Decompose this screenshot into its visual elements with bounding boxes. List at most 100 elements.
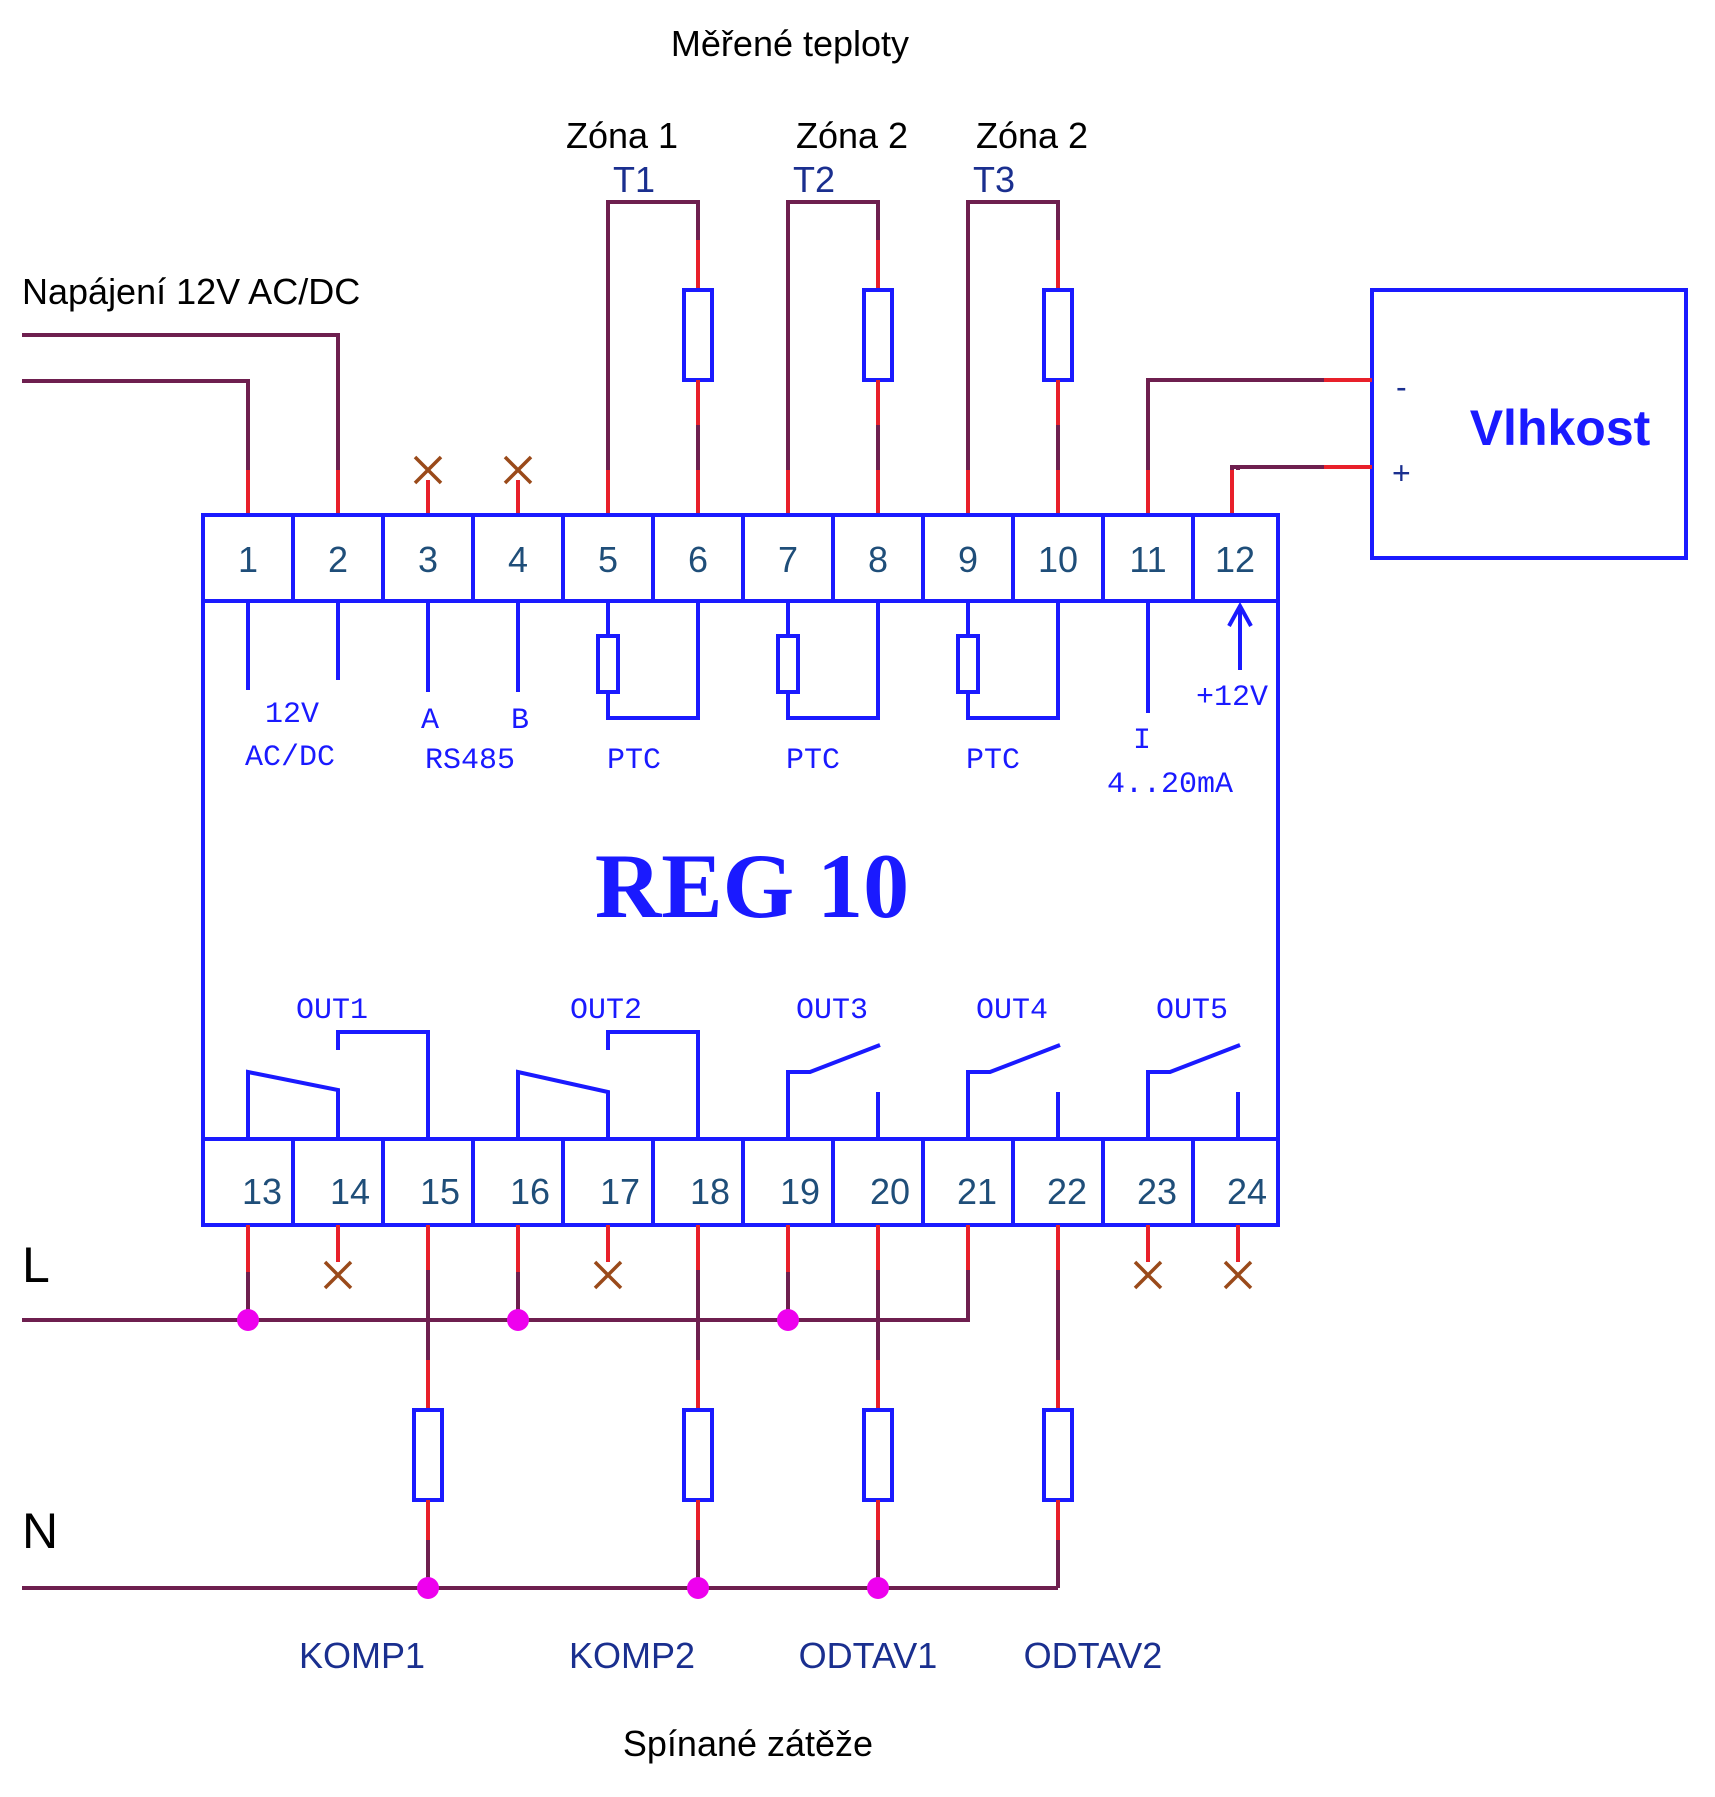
junction-l-13 xyxy=(237,1309,259,1331)
junction-l-16 xyxy=(507,1309,529,1331)
load-odtav2 xyxy=(1042,1225,1074,1588)
sensor-t2-label: T2 xyxy=(793,159,835,200)
module-name: REG 10 xyxy=(595,835,909,937)
bottom-terminal-strip xyxy=(203,1137,1278,1225)
sensor-t3-resistor xyxy=(1042,288,1074,382)
humidity-plus-label: + xyxy=(1392,455,1411,491)
unused-terminal-17-mark xyxy=(593,1260,623,1290)
load-komp2 xyxy=(682,1225,714,1588)
ptc-label-3: PTC xyxy=(966,744,1020,778)
terminal-16: 16 xyxy=(510,1171,550,1212)
line-l-wire xyxy=(22,1270,970,1322)
relay-out2 xyxy=(516,1030,700,1139)
out2-label: OUT2 xyxy=(570,994,642,1028)
relay-out3 xyxy=(786,1043,881,1139)
zone-1-label: Zóna 1 xyxy=(566,115,678,156)
relay-out1 xyxy=(246,1030,430,1139)
internal-ptc-1 xyxy=(596,634,620,694)
humidity-minus-label: - xyxy=(1396,369,1407,405)
humidity-sensor-box xyxy=(1370,288,1688,560)
rs485-label: RS485 xyxy=(425,744,515,778)
terminal-20: 20 xyxy=(870,1171,910,1212)
load-odtav1-resistor xyxy=(862,1408,894,1502)
ptc-label-2: PTC xyxy=(786,744,840,778)
terminal-17: 17 xyxy=(600,1171,640,1212)
humidity-sensor-title: Vlhkost xyxy=(1470,400,1651,456)
terminal-1: 1 xyxy=(238,539,258,580)
current-input-label: I xyxy=(1133,724,1151,758)
zone-2-label: Zóna 2 xyxy=(796,115,908,156)
terminal-5: 5 xyxy=(598,539,618,580)
out4-label: OUT4 xyxy=(976,994,1048,1028)
zone-3-label: Zóna 2 xyxy=(976,115,1088,156)
ptc-label-1: PTC xyxy=(607,744,661,778)
terminal-4: 4 xyxy=(508,539,528,580)
terminal-11: 11 xyxy=(1129,539,1166,580)
terminal-23: 23 xyxy=(1137,1171,1177,1212)
current-range-label: 4..20mA xyxy=(1107,768,1233,802)
humidity-wire-plus xyxy=(1230,465,1324,470)
internal-ptc-2 xyxy=(776,634,800,694)
sensor-t1-resistor xyxy=(682,288,714,382)
power-wire-1 xyxy=(22,379,250,470)
junction-n-komp1 xyxy=(417,1577,439,1599)
terminal-19: 19 xyxy=(780,1171,820,1212)
measured-temperatures-title: Měřené teploty xyxy=(671,23,909,64)
load-label-odtav2: ODTAV2 xyxy=(1024,1635,1163,1676)
load-label-komp2: KOMP2 xyxy=(569,1635,695,1676)
terminal-24: 24 xyxy=(1227,1171,1267,1212)
unused-terminal-3-mark xyxy=(413,455,443,485)
sensor-t2 xyxy=(786,200,894,515)
line-l-label: L xyxy=(22,1237,50,1293)
out5-label: OUT5 xyxy=(1156,994,1228,1028)
out3-label: OUT3 xyxy=(796,994,868,1028)
module-outline xyxy=(201,513,1280,1227)
unused-terminal-14-mark xyxy=(323,1260,353,1290)
junction-l-19 xyxy=(777,1309,799,1331)
terminal-18: 18 xyxy=(690,1171,730,1212)
terminal-12: 12 xyxy=(1215,539,1255,580)
out1-label: OUT1 xyxy=(296,994,368,1028)
terminal-13: 13 xyxy=(242,1171,282,1212)
load-komp2-resistor xyxy=(682,1408,714,1502)
plus-12v-label: +12V xyxy=(1196,681,1268,715)
sensor-t1 xyxy=(606,200,714,515)
rs485-b-label: B xyxy=(511,704,529,738)
load-odtav1 xyxy=(862,1225,894,1588)
rs485-a-label: A xyxy=(421,704,439,738)
supply-type-label: AC/DC xyxy=(245,741,335,775)
load-label-komp1: KOMP1 xyxy=(299,1635,425,1676)
humidity-wire-minus xyxy=(1146,378,1324,470)
sensor-t2-resistor xyxy=(862,288,894,382)
terminal-10: 10 xyxy=(1038,539,1078,580)
power-wire-2 xyxy=(22,333,340,470)
load-odtav2-resistor xyxy=(1042,1408,1074,1502)
top-terminal-strip xyxy=(203,515,1278,603)
internal-upper-schematic xyxy=(246,601,1253,720)
load-label-odtav1: ODTAV1 xyxy=(799,1635,938,1676)
switched-loads-title: Spínané zátěže xyxy=(623,1723,873,1764)
unused-terminal-4-mark xyxy=(503,455,533,485)
line-n-label: N xyxy=(22,1503,58,1559)
sensor-t3 xyxy=(966,200,1074,515)
unused-terminal-24-mark xyxy=(1223,1260,1253,1290)
supply-voltage-label: 12V xyxy=(265,698,319,732)
load-komp1-resistor xyxy=(412,1408,444,1502)
unused-terminal-23-mark xyxy=(1133,1260,1163,1290)
internal-ptc-3 xyxy=(956,634,980,694)
terminal-2: 2 xyxy=(328,539,348,580)
relay-out5 xyxy=(1146,1043,1241,1139)
power-supply-title: Napájení 12V AC/DC xyxy=(22,271,360,312)
sensor-t1-label: T1 xyxy=(613,159,655,200)
terminal-14: 14 xyxy=(330,1171,370,1212)
terminal-7: 7 xyxy=(778,539,798,580)
terminal-15: 15 xyxy=(420,1171,460,1212)
junction-n-odtav1 xyxy=(867,1577,889,1599)
terminal-6: 6 xyxy=(688,539,708,580)
sensor-t3-label: T3 xyxy=(973,159,1015,200)
load-komp1 xyxy=(412,1225,444,1588)
relay-out4 xyxy=(966,1043,1061,1139)
terminal-8: 8 xyxy=(868,539,888,580)
junction-n-komp2 xyxy=(687,1577,709,1599)
